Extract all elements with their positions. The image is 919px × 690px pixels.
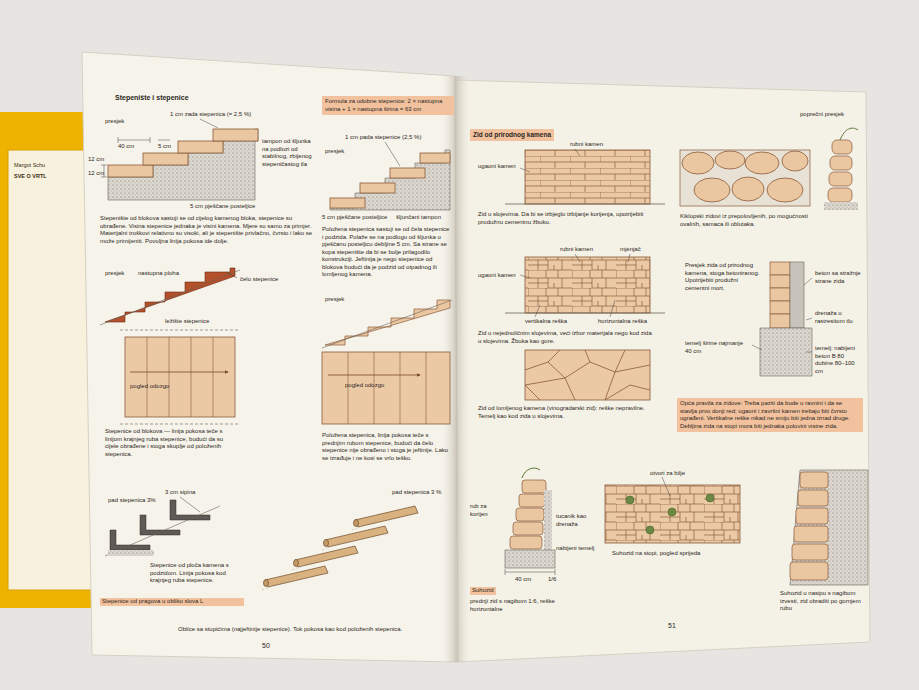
view-label: pogled odozgo: [345, 382, 384, 390]
part-label: otvori za bilje: [650, 470, 685, 478]
part-label: mjenjač: [620, 246, 641, 254]
dimension: 40 cm: [118, 143, 134, 151]
view-label: presjek: [105, 270, 124, 278]
section-heading: Stepenište i stepenice: [115, 94, 189, 103]
caption-text: Stepenice od ploča kamena s podzidom. Li…: [150, 562, 230, 585]
dimension: pad stepenica 3 %: [392, 489, 441, 497]
part-label: horizontalna reška: [598, 318, 647, 326]
part-label: 5 cm pješčane posteljice: [190, 203, 255, 211]
dimension: 3 cm sipina: [165, 489, 195, 497]
part-label: temelj širine najmanje 40 cm: [685, 340, 751, 355]
part-label: nastupna ploha: [138, 270, 179, 278]
box-text: Zid od prirodnog kamena: [473, 131, 551, 139]
dimension: 1/6: [548, 576, 556, 584]
page-number: 51: [668, 622, 676, 630]
caption-text: Stepenice od pragova u obliku slova L: [100, 598, 244, 606]
view-label: presjek: [325, 148, 344, 156]
caption-text: Presjek zida od prirodnog kamena, stoga …: [685, 262, 761, 292]
dimension: 5 cm: [158, 143, 171, 151]
dimension: 1 cm zada stepenica (= 2,5 %): [170, 111, 251, 119]
box-text: Opća pravila za zidove: Treba paziti da …: [680, 400, 860, 430]
caption-text: Zid u slojevima. Da bi se izbjeglo izbij…: [478, 211, 653, 226]
part-label: ležište stepenice: [165, 318, 209, 326]
box-text: Formula za udobne stepenice: 2 × nastupn…: [325, 98, 451, 113]
heading-band: Zid od prirodnog kamena: [470, 129, 554, 141]
dimension: 1 cm pada stepenice (2,5 %): [345, 134, 421, 142]
part-label: rubni kamen: [560, 246, 593, 254]
part-label: rub za korijen: [470, 503, 506, 518]
dimension: 40 cm: [515, 576, 531, 584]
view-label: pogled odozgo: [130, 383, 169, 391]
body-text: Položena stepenica sastoji se od čela st…: [322, 226, 450, 279]
part-label: rubni kamen: [570, 141, 603, 149]
rules-box: Opća pravila za zidove: Treba paziti da …: [677, 398, 863, 432]
view-label: presjek: [105, 118, 124, 126]
part-label: drenaža u rastresitom tlu: [815, 310, 863, 325]
caption-text: Zid u nejednoličnim slojevima, veći izbo…: [478, 330, 653, 345]
body-text: Stepenište od blokova sastoji se od cije…: [100, 215, 315, 245]
part-label: 5 cm pješčane posteljice: [322, 214, 387, 222]
caption-text: Položena stepenica, linija pokosa teče s…: [322, 432, 450, 462]
caption-text: Suhozid u nasipu s nagibom izvesti, zid …: [780, 590, 862, 613]
view-label: poprečni presjek: [800, 111, 844, 119]
caption-text: Suhozid na stopi, pogled sprijeda: [612, 550, 700, 558]
caption-text: Oblice sa stupićima (najjeftinije stepen…: [178, 626, 446, 634]
part-label: vertikalna reška: [525, 318, 567, 326]
part-label: šljunčani tampon: [396, 214, 441, 222]
cover-text: Margot Schu: [14, 162, 45, 170]
cover-title: SVE O VRTL: [14, 172, 47, 181]
caption-text: Stepenice od blokova — linija pokosa teč…: [105, 428, 237, 458]
part-label: tampon od šljunka na podlozi od stabilno…: [262, 138, 316, 168]
part-label: temelj: nabijeni beton B 80 dubine 80–10…: [815, 345, 863, 375]
part-label: tucanik kao drenaža: [556, 513, 601, 528]
part-label: ugaoni kamen: [478, 163, 516, 171]
caption-text: prednji zid s nagibom 1:6, reške horizon…: [470, 598, 580, 613]
dimension: pad stepenica 3%: [108, 497, 156, 505]
part-label: nabijeni temelj: [556, 545, 594, 553]
dimension: 12 cm: [88, 156, 104, 164]
part-label: čelo stepenice: [240, 276, 278, 284]
caption-text: Kiklopski zidovi iz prepolovljenih, po m…: [680, 213, 820, 228]
caption-text: Zid od lomljenog kamena (vinogradarski z…: [478, 405, 653, 420]
part-label: ugaoni kamen: [478, 272, 516, 280]
dimension: 12 cm: [88, 170, 104, 178]
page-number: 50: [262, 642, 270, 650]
part-label: beton sa stražnje strane zida: [815, 270, 863, 285]
formula-box: Formula za udobne stepenice: 2 × nastupn…: [322, 96, 454, 115]
caption-text: Suhozid: [470, 587, 496, 595]
view-label: presjek: [325, 296, 344, 304]
